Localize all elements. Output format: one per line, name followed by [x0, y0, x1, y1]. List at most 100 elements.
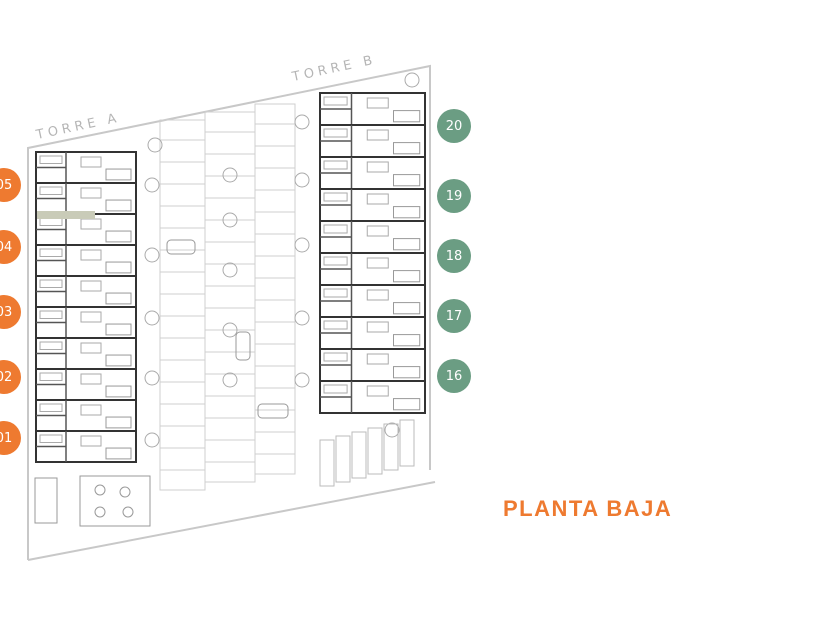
tower-a-plan: [35, 151, 137, 463]
dining-table-icon: [366, 97, 389, 109]
stair-icon: [105, 323, 132, 336]
tree-icon: [222, 322, 238, 338]
dining-table-icon: [366, 193, 389, 205]
bed-icon: [39, 186, 63, 195]
unit-marker-19[interactable]: 19: [437, 179, 471, 213]
stair-icon: [393, 174, 421, 187]
bed-icon: [323, 128, 348, 138]
tree-icon: [222, 262, 238, 278]
tree-icon: [144, 370, 160, 386]
unit-marker-20[interactable]: 20: [437, 109, 471, 143]
storage-unit: [351, 431, 367, 479]
tree-icon: [144, 432, 160, 448]
bed-icon: [323, 224, 348, 234]
tree-icon: [294, 237, 310, 253]
dining-table-icon: [80, 435, 102, 447]
stair-icon: [393, 110, 421, 123]
bed-icon: [323, 96, 348, 106]
unit-marker-02[interactable]: 02: [0, 360, 21, 394]
tree-icon: [384, 422, 400, 438]
bed-icon: [39, 248, 63, 257]
stair-icon: [393, 302, 421, 315]
bed-icon: [323, 384, 348, 394]
tree-icon: [294, 114, 310, 130]
tree-icon: [144, 247, 160, 263]
storage-unit: [367, 427, 383, 475]
table-icon: [122, 506, 134, 518]
unit-marker-05[interactable]: 05: [0, 168, 21, 202]
bed-icon: [323, 192, 348, 202]
unit-marker-04[interactable]: 04: [0, 230, 21, 264]
tree-icon: [144, 310, 160, 326]
tree-icon: [144, 177, 160, 193]
storage-unit: [399, 419, 415, 467]
unit-marker-18[interactable]: 18: [437, 239, 471, 273]
bed-icon: [39, 155, 63, 164]
dining-table-icon: [366, 129, 389, 141]
unit-marker-03[interactable]: 03: [0, 295, 21, 329]
dining-table-icon: [366, 353, 389, 365]
dining-table-icon: [80, 404, 102, 416]
bed-icon: [323, 160, 348, 170]
tree-icon: [404, 72, 420, 88]
tree-icon: [222, 372, 238, 388]
stair-icon: [393, 238, 421, 251]
tree-icon: [222, 212, 238, 228]
bed-icon: [39, 310, 63, 319]
dining-table-icon: [366, 321, 389, 333]
dining-table-icon: [366, 289, 389, 301]
tree-icon: [294, 172, 310, 188]
parking-column: [254, 103, 296, 475]
dining-table-icon: [80, 187, 102, 199]
pool: [34, 477, 58, 524]
stair-icon: [393, 206, 421, 219]
bed-icon: [323, 320, 348, 330]
dining-table-icon: [80, 311, 102, 323]
unit-marker-01[interactable]: 01: [0, 421, 21, 455]
car-icon: [166, 239, 196, 255]
dining-table-icon: [366, 257, 389, 269]
dining-table-icon: [80, 249, 102, 261]
bed-icon: [323, 288, 348, 298]
bed-icon: [39, 403, 63, 412]
storage-unit: [383, 423, 399, 471]
site-boundary: [27, 64, 436, 561]
storage-unit: [335, 435, 351, 483]
stair-icon: [393, 334, 421, 347]
unit-marker-16[interactable]: 16: [437, 359, 471, 393]
table-icon: [119, 486, 131, 498]
storage-unit: [319, 439, 335, 487]
stair-icon: [393, 398, 421, 411]
stair-icon: [105, 230, 132, 243]
bed-icon: [39, 279, 63, 288]
bed-icon: [323, 352, 348, 362]
dining-table-icon: [80, 156, 102, 168]
bed-icon: [39, 434, 63, 443]
unit-marker-17[interactable]: 17: [437, 299, 471, 333]
stair-icon: [105, 354, 132, 367]
tower-b-plan: [319, 92, 426, 414]
tree-icon: [294, 310, 310, 326]
parking-column: [159, 119, 206, 491]
bed-icon: [39, 217, 63, 226]
amenity-area: [79, 475, 151, 527]
dining-table-icon: [366, 385, 389, 397]
tree-icon: [147, 137, 163, 153]
dining-table-icon: [80, 218, 102, 230]
parking-area: [34, 72, 420, 527]
stair-icon: [105, 385, 132, 398]
dining-table-icon: [80, 373, 102, 385]
stair-icon: [105, 416, 132, 429]
bed-icon: [323, 256, 348, 266]
table-icon: [94, 484, 106, 496]
tree-icon: [294, 372, 310, 388]
tree-icon: [222, 167, 238, 183]
stair-icon: [393, 366, 421, 379]
page-title: PLANTA BAJA: [503, 496, 673, 521]
car-icon: [257, 403, 289, 419]
table-icon: [94, 506, 106, 518]
bed-icon: [39, 341, 63, 350]
stair-icon: [105, 199, 132, 212]
car-icon: [235, 331, 251, 361]
